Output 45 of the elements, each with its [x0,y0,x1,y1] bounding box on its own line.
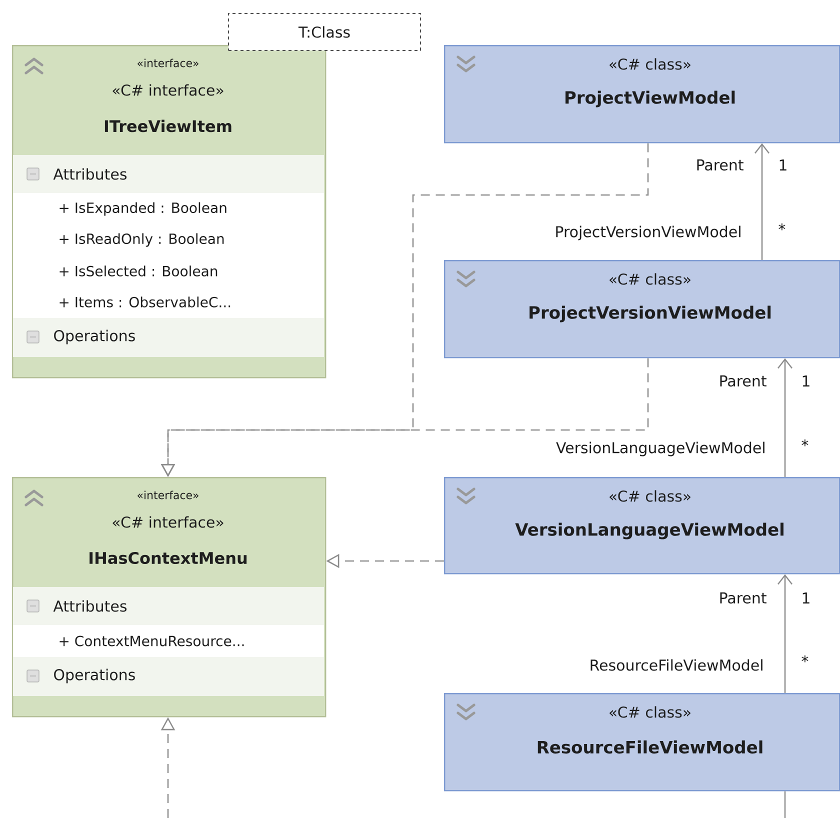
interface-box [12,45,326,378]
class-name: ResourceFileViewModel [538,740,762,754]
attribute-text: + ContextMenuResource... [60,636,244,646]
class-box [444,260,840,358]
class-name: VersionLanguageViewModel [515,522,784,540]
stereotype-text: «interface» [138,490,198,500]
class-name: ProjectViewModel [566,90,735,108]
stereotype-text: «C# class» [610,273,690,285]
attribute-text: + Items : ObservableC... [60,296,230,308]
stereotype-text: «C# interface» [112,84,224,96]
association-arrow [778,358,793,477]
attribute-text: + IsSelected : Boolean [60,266,218,276]
multiplicity-label: 1 [802,592,810,604]
attribute-text: + IsReadOnly : Boolean [60,233,224,247]
compartment-heading: Attributes [53,600,127,612]
template-parameter-box: T:Class [228,13,421,51]
stereotype-text: «interface» [138,58,198,68]
association-arrow [754,143,770,260]
interface-name: ITreeViewItem [104,120,232,132]
multiplicity-label: * [778,223,786,230]
role-label: ProjectVersionViewModel [556,226,740,240]
compartment-heading: Attributes [53,168,127,180]
class-box [444,693,840,792]
compartment-heading: Operations [54,668,135,684]
role-label: Parent [697,159,744,171]
interface-box [12,477,326,718]
stereotype-text: «C# class» [610,58,690,70]
stereotype-text: «C# class» [610,490,690,502]
association-arrow [778,574,793,693]
interface-name: IHasContextMenu [90,552,247,564]
compartment-heading: Operations [54,330,135,344]
multiplicity-label: 1 [780,160,786,170]
role-label: Parent [720,592,766,604]
class-name: ProjectVersionViewModel [530,306,771,322]
stereotype-text: «C# interface» [112,516,224,528]
role-label: ResourceFileViewModel [590,659,762,671]
multiplicity-label: * [802,439,808,446]
role-label: VersionLanguageViewModel [556,442,764,456]
multiplicity-label: * [802,655,808,662]
class-box [444,477,840,574]
multiplicity-label: 1 [802,376,810,386]
attribute-text: + IsExpanded : Boolean [60,202,226,216]
stereotype-text: «C# class» [610,706,690,718]
role-label: Parent [720,375,766,387]
class-box [444,45,840,144]
